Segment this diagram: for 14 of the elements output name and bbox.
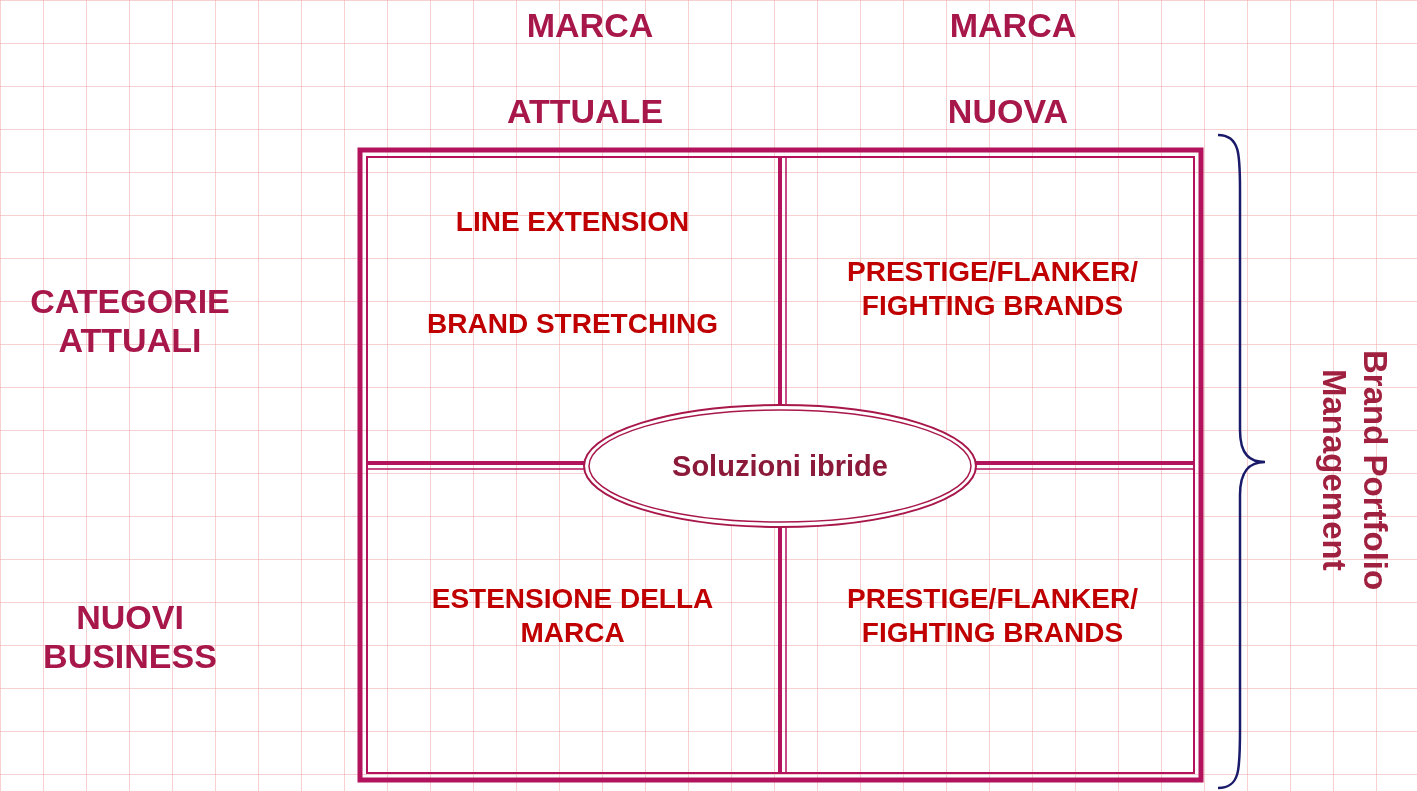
ellipse-node	[582, 403, 978, 529]
cell-text: ESTENSIONE DELLA MARCA	[430, 582, 715, 650]
cell-text: PRESTIGE/FLANKER/ FIGHTING BRANDS	[846, 582, 1139, 650]
cell-text: LINE EXTENSION	[454, 205, 691, 239]
column-header: NUOVA	[946, 92, 1070, 132]
cell-text: PRESTIGE/FLANKER/ FIGHTING BRANDS	[846, 255, 1139, 323]
column-header: MARCA	[525, 6, 655, 46]
column-header: MARCA	[948, 6, 1078, 46]
axis-label: Brand Portfolio Management	[1314, 348, 1395, 593]
row-header: CATEGORIE ATTUALI	[29, 282, 231, 361]
cell-text: BRAND STRETCHING	[426, 307, 719, 341]
ellipse-text: Soluzioni ibride	[672, 449, 888, 483]
column-header: ATTUALE	[505, 92, 665, 132]
row-header: NUOVI BUSINESS	[42, 598, 218, 677]
